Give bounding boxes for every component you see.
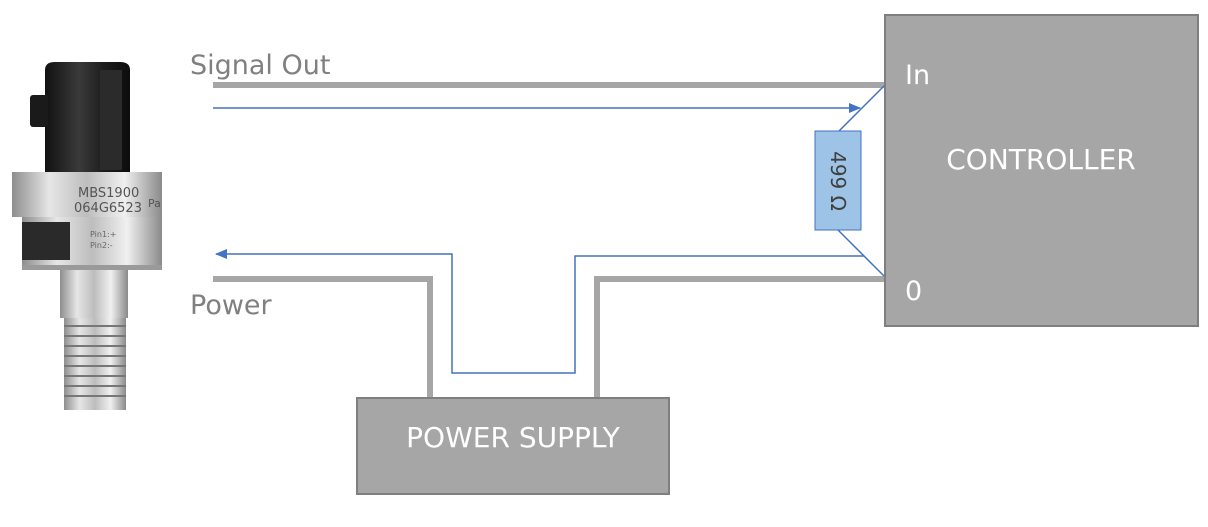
controller-in-terminal: In [905,60,930,91]
sensor-connector-latch [30,95,48,127]
controller-title: CONTROLLER [946,143,1135,176]
sensor-dark-label [22,222,70,260]
power-supply-title: POWER SUPPLY [406,421,621,454]
resistor-lead-top [837,85,885,133]
sensor-thread [64,318,126,410]
sensor-pin2-text: Pin2:- [90,241,113,250]
signal-out-label: Signal Out [190,50,330,81]
sensor-body-upper [12,172,162,217]
power-wire-right [594,276,885,398]
sensor-part-text: 064G6523 [74,201,142,216]
resistor [814,130,862,231]
sensor-model-text: MBS1900 [78,186,139,201]
resistor-value-label: 499 Ω [826,151,850,211]
pressure-sensor-image: MBS1900 064G6523 Pa Pin1:+ Pin2:- [12,62,162,410]
sensor-pin1-text: Pin1:+ [90,230,116,239]
power-wire-left [213,276,433,398]
power-label: Power [190,290,273,321]
sensor-suffix-text: Pa [148,197,161,210]
controller-zero-terminal: 0 [905,276,922,307]
sensor-hex-edge [22,265,162,270]
sensor-connector-rib [100,70,122,170]
sensor-neck [60,270,128,318]
return-current-arrow [215,249,864,374]
controller-block [884,14,1199,327]
power-supply-block [356,397,670,495]
resistor-lead-bottom [837,229,885,277]
